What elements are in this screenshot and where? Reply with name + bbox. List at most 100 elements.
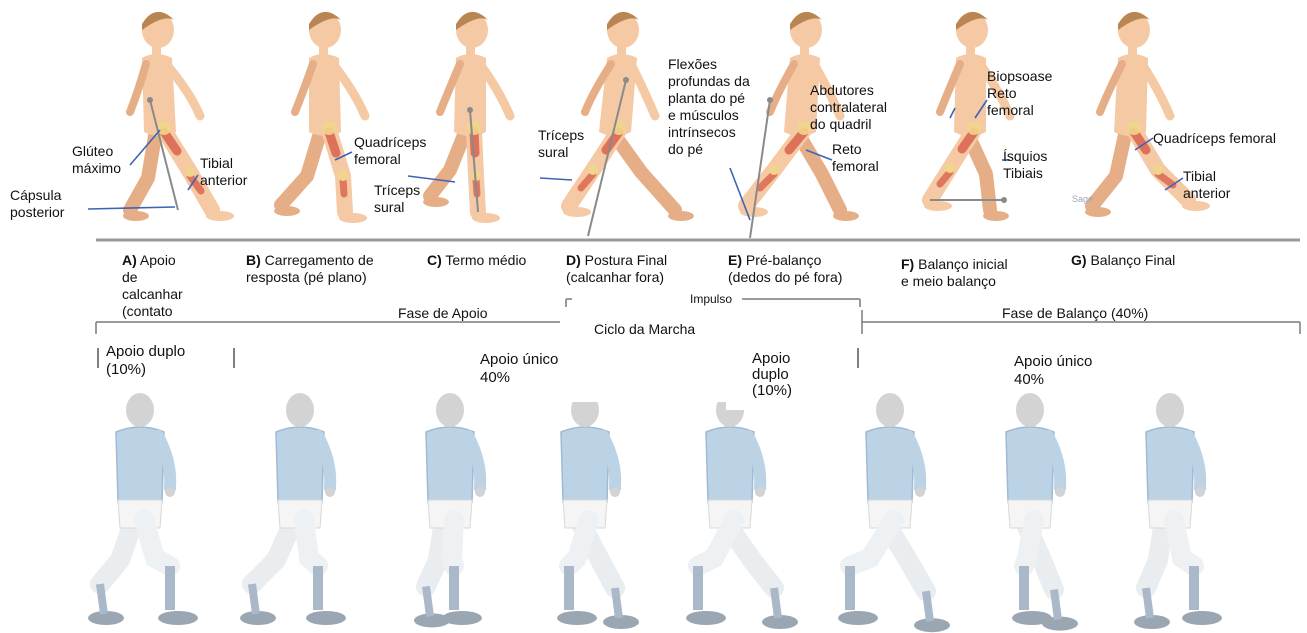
apoio-duplo-1: Apoio duplo (10%) <box>106 343 185 379</box>
phase-c-label: C) Termo médio <box>427 252 526 269</box>
adult-walker <box>414 393 485 627</box>
callout-tibial-anterior-a: Tibial anterior <box>200 155 247 189</box>
adult-back-shin <box>1054 590 1058 620</box>
hip-joint <box>967 121 981 135</box>
adult-head <box>1156 393 1184 427</box>
child-front-foot <box>924 201 952 211</box>
callout-abdutores: Abdutores contralateral do quadril <box>810 82 887 133</box>
adult-front-shoe <box>1012 611 1052 625</box>
force-arrow-head <box>623 77 629 83</box>
adult-front-shoe <box>158 611 198 625</box>
child-back-foot <box>833 211 859 221</box>
callout-reto-femoral-e: Reto femoral <box>832 141 879 175</box>
hip-joint <box>1127 121 1141 135</box>
knee-joint <box>588 165 598 175</box>
fase-balanco-label: Fase de Balanço (40%) <box>1002 305 1148 321</box>
adult-front-leg <box>452 520 454 566</box>
child-back-leg <box>281 130 321 205</box>
child-back-leg <box>1092 130 1126 206</box>
child-back-leg <box>130 130 156 210</box>
callout-triceps-c: Tríceps sural <box>374 182 420 216</box>
adult-hand <box>755 487 765 497</box>
adult-back-leg <box>1146 520 1164 588</box>
child-figure <box>123 12 234 221</box>
child-front-foot <box>563 207 591 217</box>
adult-walker <box>240 393 346 625</box>
callout-quadriceps-b: Quadríceps femoral <box>354 134 426 168</box>
callout-gluteo-maximo: Glúteo máximo <box>72 143 121 177</box>
adult-hand <box>610 487 620 497</box>
callout-triceps-d: Tríceps sural <box>538 127 584 161</box>
child-back-foot <box>983 211 1009 221</box>
child-back-foot <box>1085 207 1111 217</box>
adult-back-shin <box>100 584 104 614</box>
adult-walker <box>1134 393 1222 629</box>
adult-hand <box>915 487 925 497</box>
adult-front-leg <box>1024 520 1034 566</box>
phase-f-label: F) Balanço inicial e meio balanço <box>901 256 1008 290</box>
callout-quadriceps-g: Quadríceps femoral <box>1153 130 1276 147</box>
child-back-foot <box>668 211 694 221</box>
adult-hand <box>165 487 175 497</box>
adult-back-shin <box>774 588 778 618</box>
knee-joint <box>769 165 779 175</box>
adult-back-leg <box>252 520 294 584</box>
phase-e-label: E) Pré-balanço (dedos do pé fora) <box>728 252 842 286</box>
scratch-mark: Sage <box>1072 191 1093 207</box>
muscle-highlight <box>474 132 475 153</box>
adult-walker <box>88 393 198 625</box>
apoio-duplo-2: Apoio duplo (10%) <box>752 351 792 399</box>
ciclo-marcha-label: Ciclo da Marcha <box>594 321 695 337</box>
knee-joint <box>1153 165 1163 175</box>
fase-apoio-label: Fase de Apoio <box>398 305 488 321</box>
adult-front-shoe <box>686 611 726 625</box>
callout-flexoes: Flexões profundas da planta do pé e músc… <box>668 56 750 158</box>
child-front-foot <box>472 213 500 223</box>
adult-walker <box>838 393 950 632</box>
hip-joint <box>467 121 481 135</box>
callout-line <box>540 178 572 180</box>
adult-walker <box>557 393 639 629</box>
adult-front-shoe <box>442 611 482 625</box>
adult-hand <box>325 487 335 497</box>
phase-g-label: G) Balanço Final <box>1071 252 1175 269</box>
adult-front-leg <box>1174 520 1194 566</box>
child-arm <box>631 64 655 116</box>
adult-back-shin <box>926 591 930 621</box>
adult-head <box>286 393 314 427</box>
callout-biopsoase: Biopsoase Reto femoral <box>987 68 1052 119</box>
impulso-label: Impulso <box>690 291 732 307</box>
callout-isquios-tibiais: Ísquios Tibiais <box>1003 148 1047 182</box>
force-arrow-head <box>147 97 153 103</box>
child-back-foot <box>274 206 300 216</box>
adult-hand <box>475 487 485 497</box>
child-figure <box>274 12 367 223</box>
child-front-foot <box>206 211 234 221</box>
muscle-highlight <box>343 180 344 194</box>
phase-a-label: A) Apoio de calcanhar (contato <box>122 252 183 320</box>
adult-back-shin <box>252 584 256 614</box>
adult-head <box>126 393 154 427</box>
phase-b-label: B) Carregamento de resposta (pé plano) <box>246 252 374 286</box>
adult-hand <box>1195 487 1205 497</box>
force-arrow-head <box>467 107 473 113</box>
callout-line <box>950 108 955 118</box>
apoio-unico-1: Apoio único 40% <box>480 351 558 387</box>
child-back-leg <box>430 130 466 196</box>
adult-head <box>1016 393 1044 427</box>
child-front-foot <box>339 213 367 223</box>
adult-head <box>876 393 904 427</box>
adult-back-shin <box>426 586 430 616</box>
adult-back-shin <box>1146 588 1150 618</box>
adult-back-leg <box>100 520 134 584</box>
adult-walker <box>686 393 798 629</box>
child-figure <box>423 12 510 223</box>
knee-joint <box>338 171 348 181</box>
callout-capsula-posterior: Cápsula posterior <box>10 187 64 221</box>
adult-head <box>436 393 464 427</box>
hip-joint <box>797 121 811 135</box>
adult-back-shin <box>615 588 619 618</box>
adult-front-shoe <box>306 611 346 625</box>
adult-back-leg <box>426 520 444 586</box>
